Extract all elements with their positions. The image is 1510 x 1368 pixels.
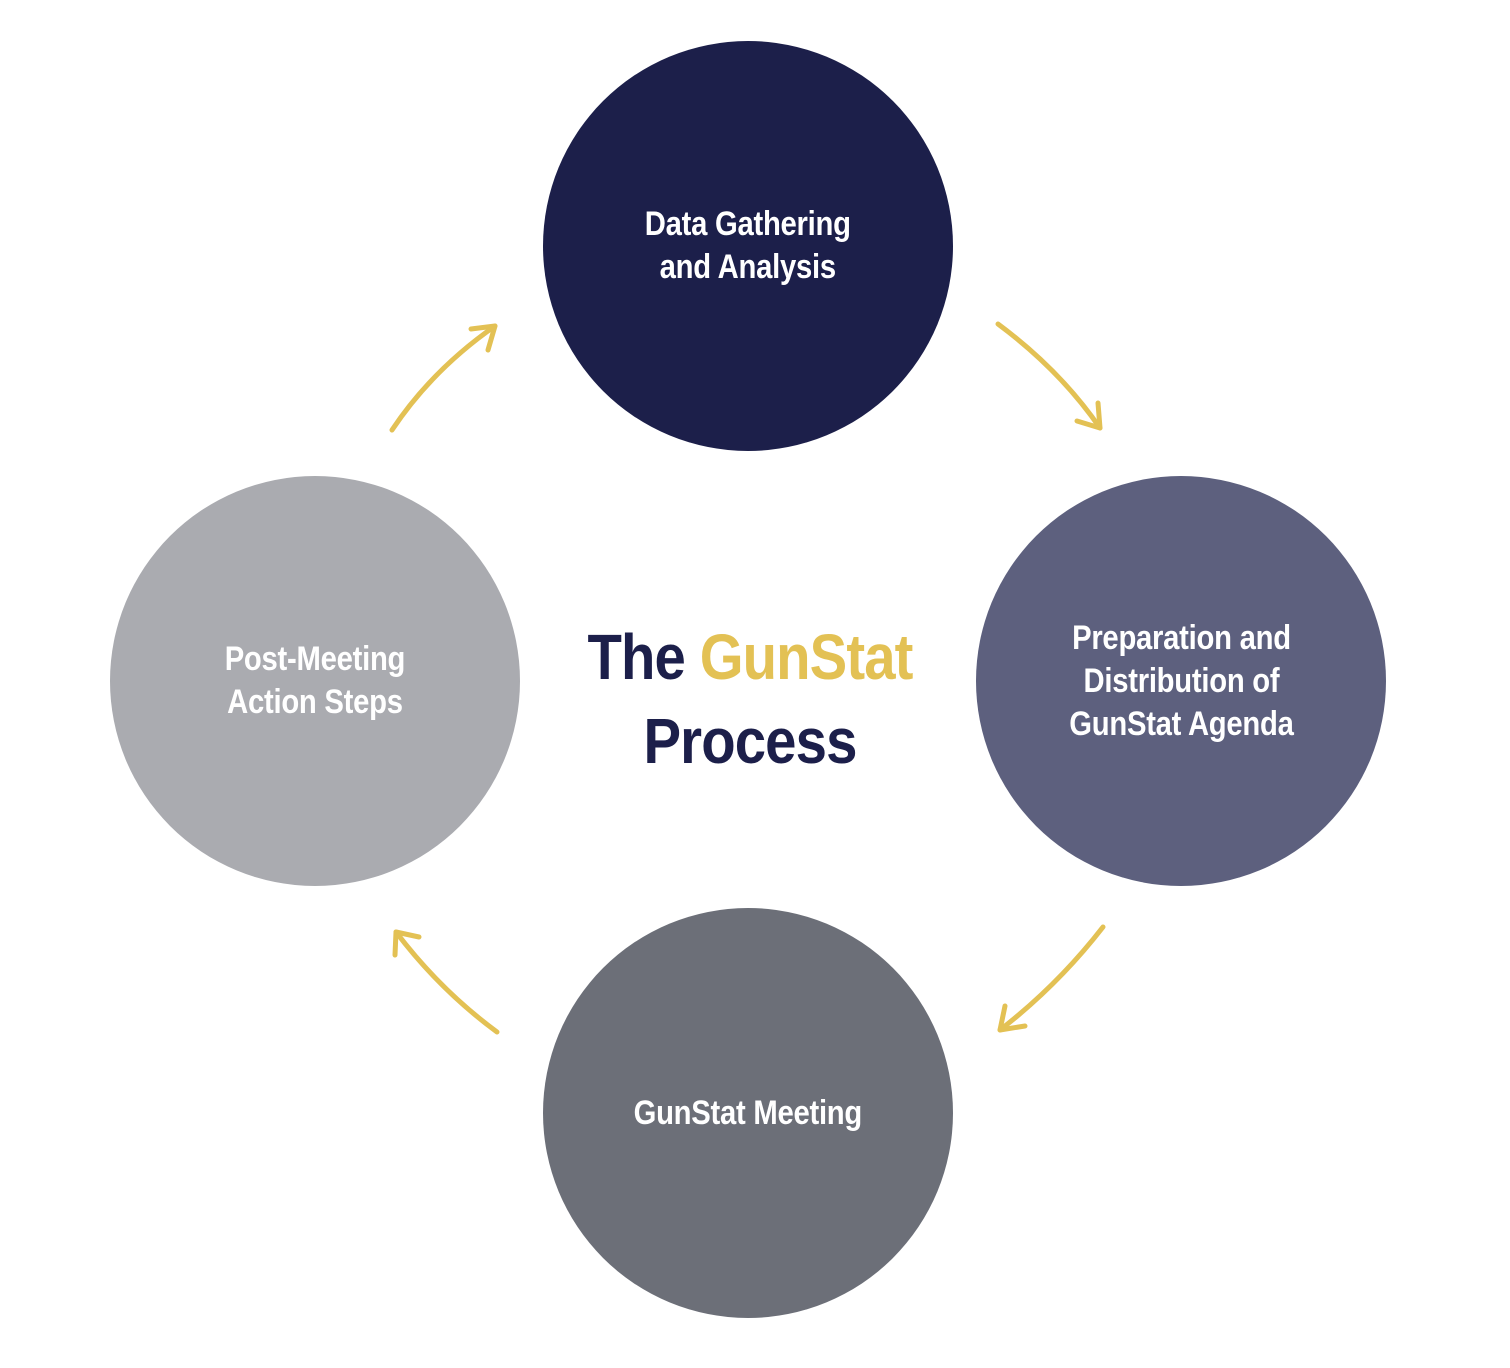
step-gunstat-meeting: GunStat Meeting	[543, 908, 953, 1318]
step-label: Preparation and Distribution of GunStat …	[1068, 618, 1294, 743]
title-prefix: The	[587, 621, 685, 693]
arrow-step3-to-step4	[392, 929, 500, 1035]
step-label: Post-Meeting Action Steps	[224, 640, 406, 721]
arrow-step1-to-step2	[995, 321, 1103, 431]
step-label: GunStat Meeting	[633, 1093, 863, 1132]
step-post-meeting: Post-Meeting Action Steps	[110, 476, 520, 886]
title-suffix: Process	[643, 705, 857, 777]
arrow-step2-to-step3	[997, 924, 1106, 1033]
step-data-gathering: Data Gathering and Analysis	[543, 41, 953, 451]
arrow-step4-to-step1	[389, 323, 498, 433]
step-label: Data Gathering and Analysis	[645, 205, 851, 286]
diagram-title: The GunStat Process	[556, 615, 943, 783]
step-preparation-distribution: Preparation and Distribution of GunStat …	[976, 476, 1386, 886]
title-highlight: GunStat	[699, 621, 914, 693]
